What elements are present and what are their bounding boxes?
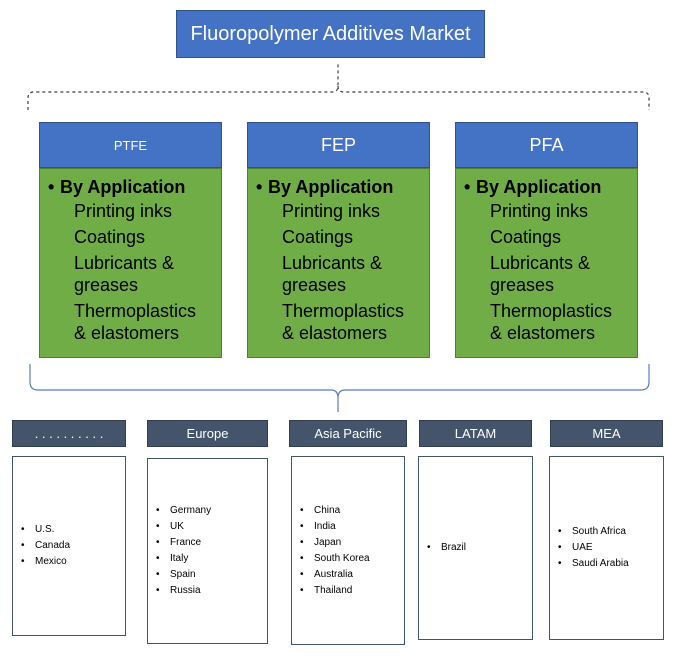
list-item: Printing inks — [74, 201, 173, 221]
region-header-asia-pacific: Asia Pacific — [289, 420, 407, 447]
group-label: •By Application — [256, 177, 394, 197]
region-header-latam: LATAM — [419, 420, 532, 447]
product-header-pfa: PFA — [455, 122, 638, 168]
list-item: Coatings — [282, 227, 354, 247]
product-card-fep: •By Application Printing inks Coatings L… — [247, 168, 430, 358]
list-item: Coatings — [490, 227, 562, 247]
list-item: •Japan — [300, 536, 342, 548]
list-item: •UK — [156, 521, 184, 532]
list-item: Lubricants & greases — [490, 253, 591, 295]
product-header-fep: FEP — [247, 122, 430, 168]
region-card-asia-pacific: •China •India •Japan •South Korea •Austr… — [291, 456, 405, 645]
list-item: •Germany — [156, 505, 212, 516]
group-label: •By Application — [48, 177, 186, 197]
list-item: •U.S. — [21, 524, 55, 535]
list-item: Thermoplastics & elastomers — [74, 301, 197, 343]
list-item: •Russia — [156, 585, 201, 596]
list-item: Printing inks — [490, 201, 589, 221]
bottom-brace — [29, 364, 650, 412]
list-item: •Australia — [300, 568, 353, 580]
product-card-ptfe: •By Application Printing inks Coatings L… — [39, 168, 222, 358]
list-item: •India — [300, 520, 336, 532]
list-item: Thermoplastics & elastomers — [490, 301, 613, 343]
list-item: •Spain — [156, 569, 196, 580]
top-dashed-brace — [27, 64, 650, 110]
list-item: •UAE — [558, 542, 593, 553]
list-item: Lubricants & greases — [282, 253, 383, 295]
diagram-title: Fluoropolymer Additives Market — [176, 10, 485, 58]
list-item: •China — [300, 504, 341, 516]
region-card-europe: •Germany •UK •France •Italy •Spain •Russ… — [147, 458, 268, 644]
list-item: Printing inks — [282, 201, 381, 221]
list-item: •Brazil — [427, 542, 467, 553]
list-item: •Thailand — [300, 584, 353, 596]
product-card-pfa: •By Application Printing inks Coatings L… — [455, 168, 638, 358]
list-item: Coatings — [74, 227, 146, 247]
list-item: Lubricants & greases — [74, 253, 175, 295]
region-card-mea: •South Africa •UAE •Saudi Arabia — [549, 456, 664, 640]
group-label: •By Application — [464, 177, 602, 197]
list-item: •France — [156, 537, 202, 548]
region-card-north-america: •U.S. •Canada •Mexico — [12, 456, 126, 636]
list-item: •Saudi Arabia — [558, 558, 629, 569]
product-header-ptfe: PTFE — [39, 122, 222, 168]
list-item: •Italy — [156, 553, 189, 564]
region-header-north-america: . . . . . . . . . . — [12, 420, 126, 447]
list-item: •Mexico — [21, 556, 67, 567]
region-card-latam: •Brazil — [418, 456, 533, 640]
region-header-europe: Europe — [147, 420, 268, 447]
list-item: Thermoplastics & elastomers — [282, 301, 405, 343]
region-header-mea: MEA — [550, 420, 663, 447]
list-item: •South Africa — [558, 526, 626, 537]
list-item: •South Korea — [300, 552, 370, 564]
list-item: •Canada — [21, 540, 71, 551]
